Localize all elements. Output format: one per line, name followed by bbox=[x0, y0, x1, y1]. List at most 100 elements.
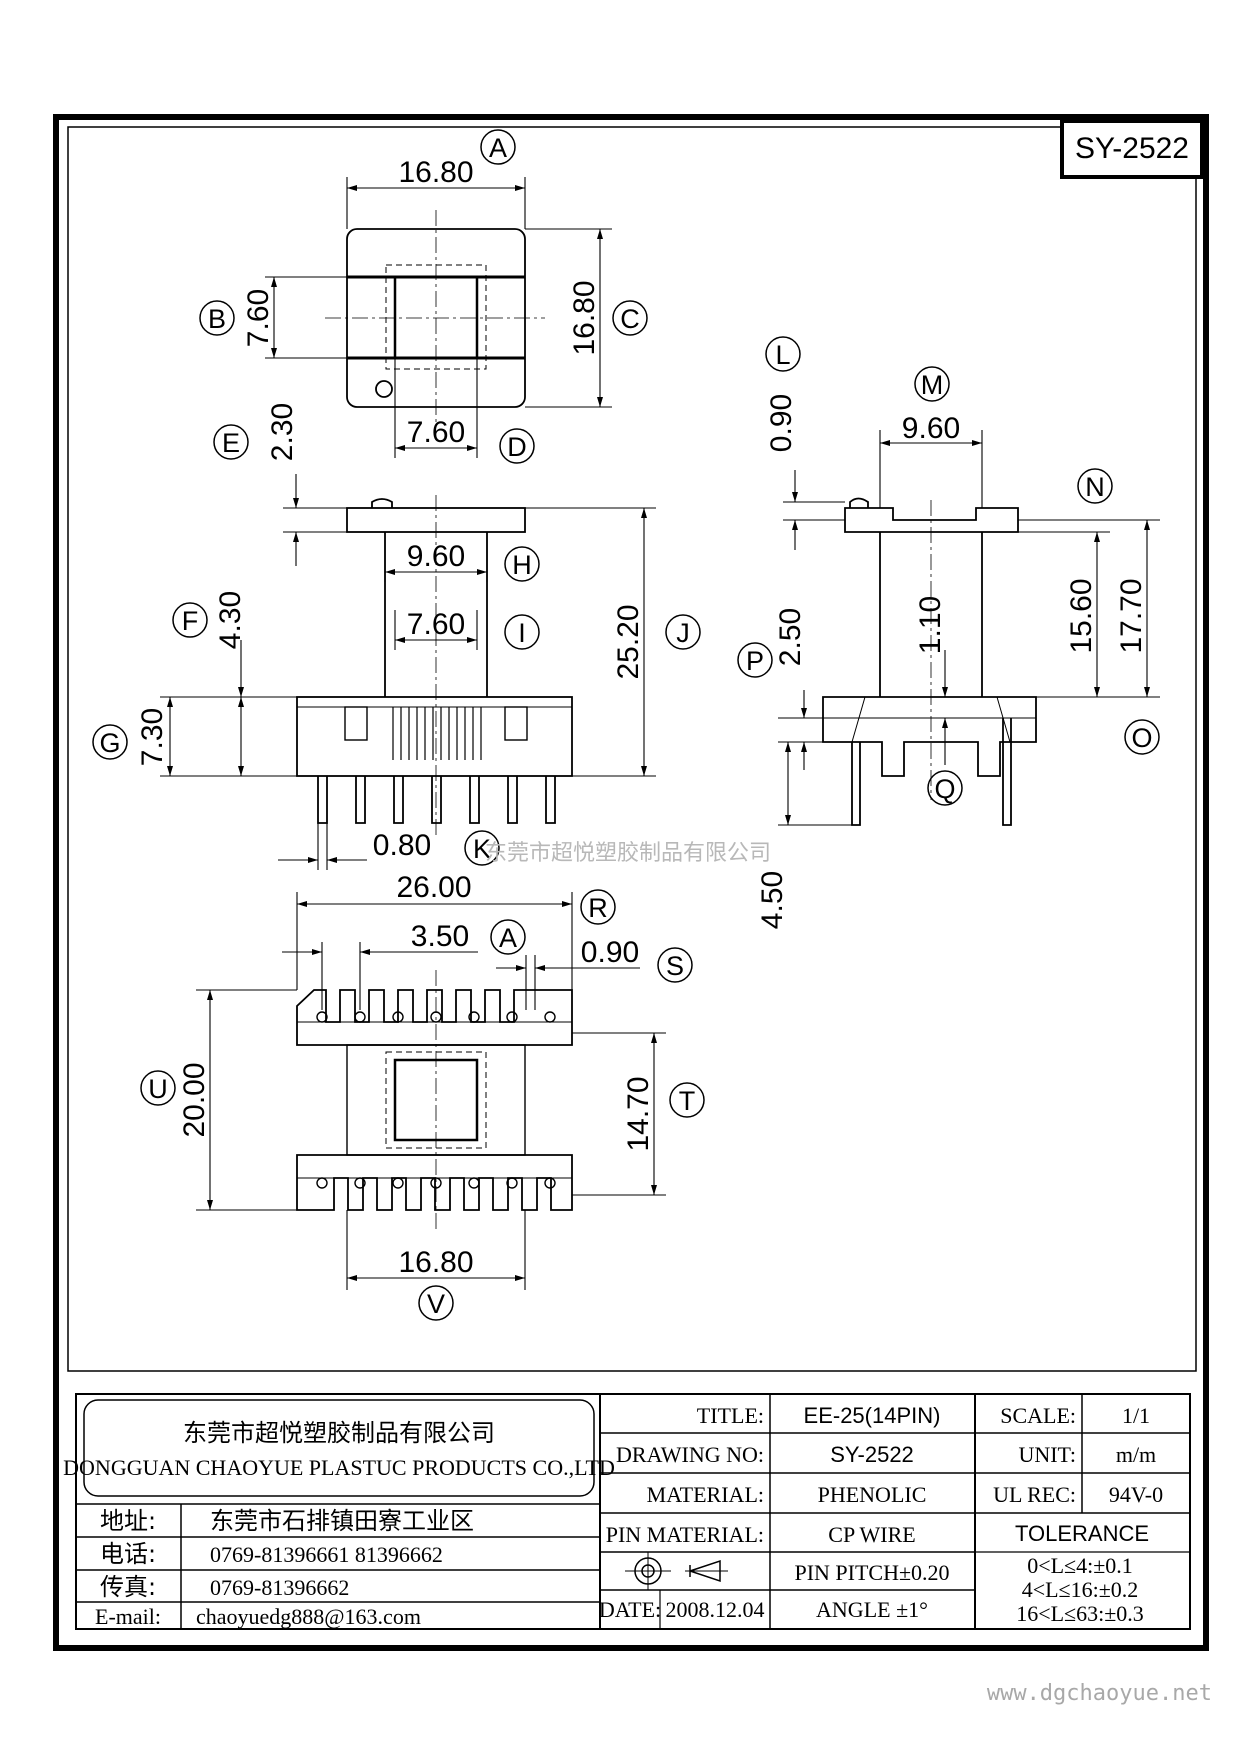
dim-A-bottom: 3.50 bbox=[411, 920, 469, 953]
outer-frame bbox=[53, 114, 1209, 1651]
top-view-dims bbox=[265, 177, 612, 458]
ul-label: UL REC: bbox=[993, 1482, 1076, 1507]
callout-T: T bbox=[679, 1086, 696, 1116]
dim-K: 0.80 bbox=[373, 829, 431, 862]
side-top-flange bbox=[844, 507, 1019, 533]
front-base bbox=[296, 696, 573, 777]
dim-C: 16.80 bbox=[568, 280, 601, 355]
callout-C: C bbox=[620, 304, 640, 334]
callout-U: U bbox=[148, 1074, 168, 1104]
fax-label: 传真: bbox=[100, 1573, 156, 1601]
ul-value: 94V-0 bbox=[1109, 1482, 1163, 1507]
pin1-marker bbox=[375, 380, 393, 398]
callout-L: L bbox=[775, 340, 790, 370]
dim-A-top: 16.80 bbox=[398, 156, 473, 189]
title-block bbox=[75, 1393, 1191, 1630]
inner-frame bbox=[67, 126, 1197, 1372]
dim-D: 7.60 bbox=[407, 416, 465, 449]
tolerance-label: TOLERANCE bbox=[1015, 1521, 1149, 1546]
callout-J: J bbox=[676, 618, 690, 648]
callout-S: S bbox=[666, 951, 684, 981]
drawing-no-label: DRAWING NO: bbox=[616, 1442, 764, 1467]
fax: 0769-81396662 bbox=[210, 1575, 349, 1600]
scale-label: SCALE: bbox=[1000, 1403, 1076, 1428]
callout-K: K bbox=[473, 834, 491, 864]
company-en: DONGGUAN CHAOYUE PLASTUC PRODUCTS CO.,LT… bbox=[63, 1455, 615, 1480]
bottom-view-dims bbox=[196, 892, 666, 1290]
dim-L: 0.90 bbox=[765, 394, 798, 452]
dim-M: 9.60 bbox=[902, 412, 960, 445]
scale-value: 1/1 bbox=[1122, 1403, 1150, 1428]
watermark: 东莞市超悦塑胶制品有限公司 bbox=[485, 841, 771, 866]
code-box bbox=[1060, 119, 1204, 179]
bottom-bottom-flange bbox=[296, 1154, 573, 1211]
side-view-dims bbox=[778, 430, 1160, 826]
bottom-top-flange bbox=[296, 989, 573, 1046]
callout-D: D bbox=[507, 432, 527, 462]
callout-O: O bbox=[1131, 723, 1152, 753]
dim-J: 25.20 bbox=[612, 604, 645, 679]
callout-I: I bbox=[518, 618, 526, 648]
drawing-no-value: SY-2522 bbox=[830, 1442, 914, 1467]
unit-label: UNIT: bbox=[1018, 1442, 1076, 1467]
callout-V: V bbox=[427, 1289, 445, 1319]
dim-B: 7.60 bbox=[242, 289, 275, 347]
dim-pin-length: 4.50 bbox=[756, 871, 789, 929]
unit-value: m/m bbox=[1116, 1442, 1156, 1467]
callout-M: M bbox=[921, 370, 944, 400]
dim-V: 16.80 bbox=[398, 1246, 473, 1279]
code-box-text: SY-2522 bbox=[1075, 132, 1189, 165]
callout-N: N bbox=[1085, 472, 1105, 502]
top-view bbox=[325, 210, 545, 425]
dim-U: 20.00 bbox=[178, 1062, 211, 1137]
dim-N-inner: 15.60 bbox=[1065, 578, 1098, 653]
callout-A-top: A bbox=[489, 133, 507, 163]
dim-S: 0.90 bbox=[581, 936, 639, 969]
front-view-dims bbox=[160, 474, 656, 870]
callout-E: E bbox=[222, 428, 240, 458]
pin-pitch: PIN PITCH±0.20 bbox=[794, 1560, 949, 1585]
callout-H: H bbox=[512, 550, 532, 580]
tolerance-1: 0<L≤4:±0.1 bbox=[1027, 1553, 1133, 1578]
company-cn: 东莞市超悦塑胶制品有限公司 bbox=[183, 1419, 495, 1447]
callout-A-bottom: A bbox=[499, 923, 517, 953]
dim-R: 26.00 bbox=[396, 871, 471, 904]
callout-F: F bbox=[182, 606, 199, 636]
material-label: MATERIAL: bbox=[647, 1482, 764, 1507]
title-value: EE-25(14PIN) bbox=[804, 1403, 941, 1428]
date-value: 2008.12.04 bbox=[666, 1597, 765, 1622]
email-label: E-mail: bbox=[95, 1604, 161, 1629]
callout-R: R bbox=[588, 893, 608, 923]
dim-H: 9.60 bbox=[407, 540, 465, 573]
front-pins bbox=[317, 776, 556, 824]
tolerance-3: 16<L≤63:±0.3 bbox=[1016, 1601, 1144, 1626]
dim-Q: 1.10 bbox=[914, 596, 947, 654]
callout-G: G bbox=[99, 728, 120, 758]
callout-P: P bbox=[746, 646, 764, 676]
pin-material-value: CP WIRE bbox=[828, 1522, 915, 1547]
address-label: 地址: bbox=[100, 1507, 156, 1535]
website: www.dgchaoyue.net bbox=[987, 1681, 1212, 1706]
phone: 0769-81396661 81396662 bbox=[210, 1542, 443, 1567]
address: 东莞市石排镇田寮工业区 bbox=[210, 1507, 474, 1535]
material-value: PHENOLIC bbox=[818, 1482, 927, 1507]
side-view bbox=[822, 497, 1037, 826]
dim-N-outer: 17.70 bbox=[1115, 578, 1148, 653]
tolerance-2: 4<L≤16:±0.2 bbox=[1022, 1577, 1139, 1602]
dim-F: 4.30 bbox=[214, 591, 247, 649]
dim-I: 7.60 bbox=[407, 608, 465, 641]
bottom-view bbox=[296, 970, 573, 1230]
dim-P: 2.50 bbox=[774, 608, 807, 666]
title-label: TITLE: bbox=[697, 1403, 764, 1428]
side-pins bbox=[851, 718, 1012, 826]
callouts bbox=[92, 129, 1160, 1321]
angle: ANGLE ±1° bbox=[816, 1597, 928, 1622]
callout-B: B bbox=[208, 304, 226, 334]
phone-label: 电话: bbox=[100, 1540, 156, 1568]
date-label: DATE: bbox=[599, 1597, 661, 1622]
email: chaoyuedg888@163.com bbox=[196, 1604, 421, 1629]
pin-material-label: PIN MATERIAL: bbox=[606, 1522, 764, 1547]
callout-Q: Q bbox=[934, 774, 955, 804]
dim-G: 7.30 bbox=[136, 708, 169, 766]
